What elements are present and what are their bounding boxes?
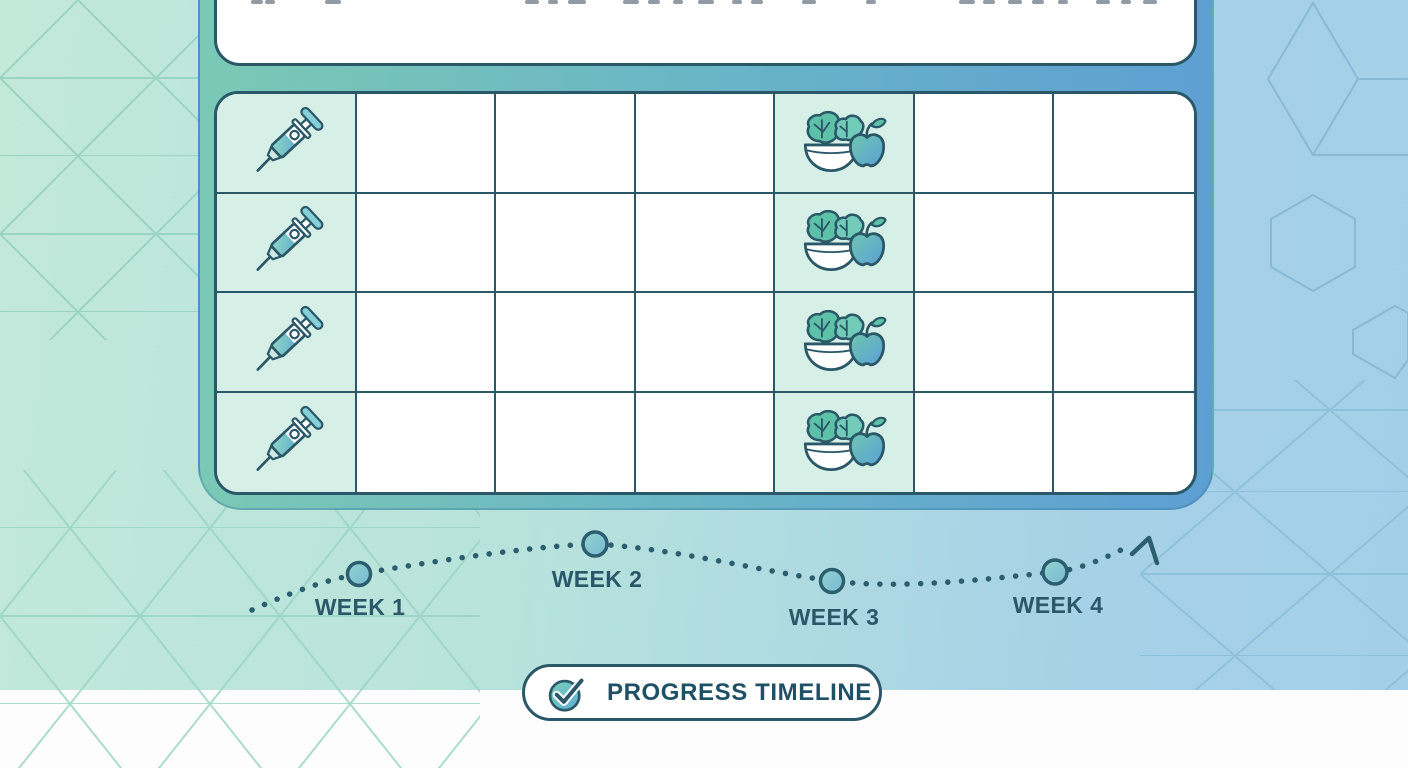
- syringe-icon: [256, 406, 324, 472]
- syringe-cell: [217, 392, 357, 492]
- empty-cell: [914, 193, 1055, 293]
- empty-cell: [635, 193, 776, 293]
- week-1-label: WEEK 1: [314, 594, 406, 620]
- week-4-label: WEEK 4: [1012, 592, 1104, 618]
- week-4-node: [1041, 558, 1069, 586]
- salad-cell: [775, 193, 915, 293]
- empty-cell: [356, 193, 497, 293]
- syringe-icon: [256, 305, 324, 371]
- salad-cell: [775, 94, 915, 194]
- salad-bowl-apple-icon: [804, 110, 887, 172]
- salad-cell: [775, 392, 915, 492]
- week-2-node: [581, 530, 609, 558]
- empty-cell: [356, 392, 497, 492]
- empty-cell: [635, 392, 776, 492]
- week-3-node: [818, 567, 846, 595]
- check-circle-icon: [548, 676, 586, 712]
- syringe-icon: [256, 206, 324, 272]
- syringe-cell: [217, 193, 357, 293]
- empty-cell: [1054, 293, 1194, 393]
- empty-cell: [496, 293, 636, 393]
- week-2-label: WEEK 2: [551, 566, 643, 592]
- week-3-label: WEEK 3: [788, 604, 880, 630]
- empty-cell: [356, 293, 497, 393]
- syringe-cell: [217, 293, 357, 393]
- empty-cell: [1054, 94, 1194, 194]
- salad-cell: [775, 293, 915, 393]
- empty-cell: [635, 94, 776, 194]
- salad-bowl-apple-icon: [804, 309, 887, 371]
- progress-timeline-badge: PROGRESS TIMELINE: [522, 664, 882, 721]
- salad-bowl-apple-icon: [804, 210, 887, 272]
- header-card: [214, 0, 1197, 66]
- empty-cell: [356, 94, 497, 194]
- empty-cell: [1054, 193, 1194, 293]
- syringe-cell: [217, 94, 357, 194]
- empty-cell: [496, 392, 636, 492]
- arrow-head-icon: [1129, 535, 1160, 566]
- empty-cell: [635, 293, 776, 393]
- empty-cell: [496, 193, 636, 293]
- week-1-node: [345, 560, 373, 588]
- empty-cell: [914, 94, 1055, 194]
- cropped-header-text-marks: [217, 0, 1194, 6]
- badge-label: PROGRESS TIMELINE: [607, 678, 872, 706]
- syringe-icon: [256, 106, 324, 172]
- salad-bowl-apple-icon: [804, 410, 887, 472]
- empty-cell: [914, 392, 1055, 492]
- empty-cell: [914, 293, 1055, 393]
- empty-cell: [496, 94, 636, 194]
- planner-grid: [214, 91, 1197, 495]
- empty-cell: [1054, 392, 1194, 492]
